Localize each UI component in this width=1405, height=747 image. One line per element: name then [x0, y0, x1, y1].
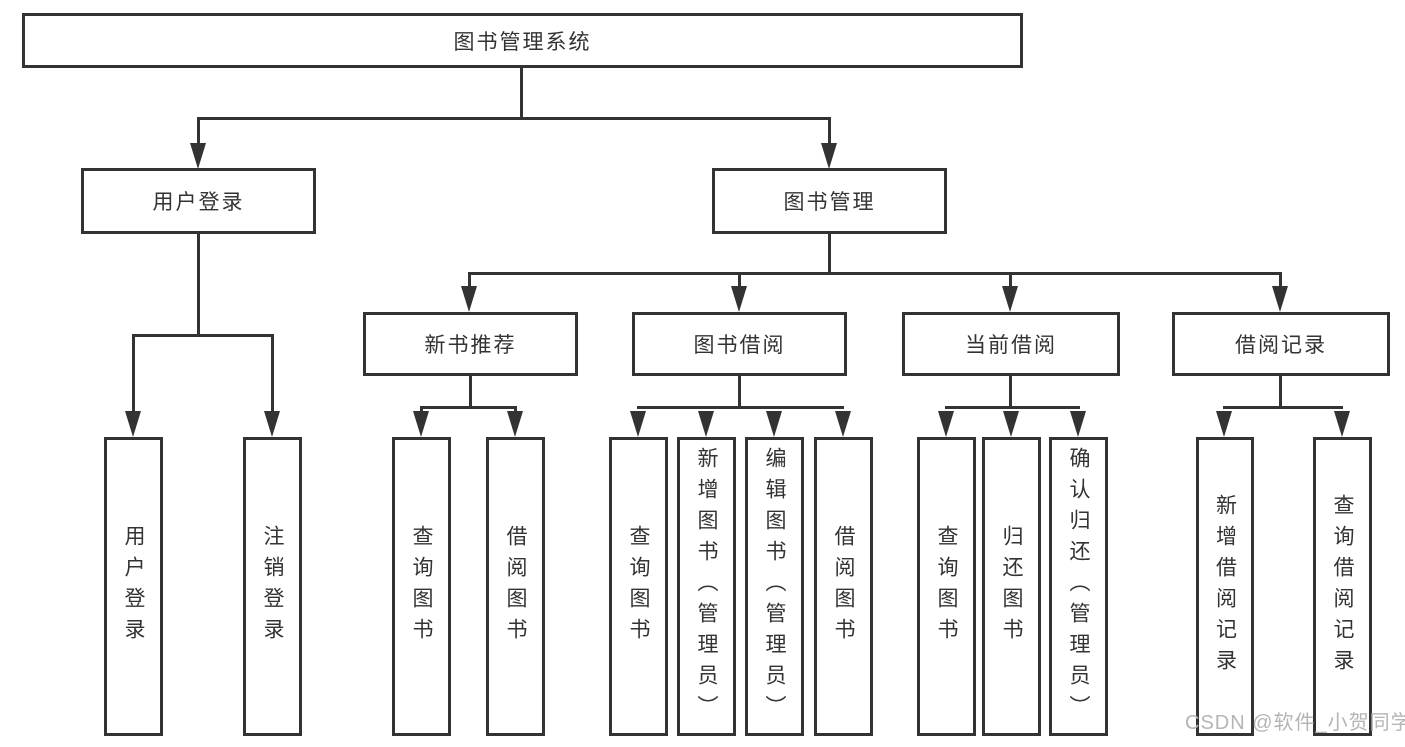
connector-line	[132, 334, 274, 337]
arrow-down-icon	[630, 411, 646, 437]
connector-line	[469, 376, 472, 408]
connector-line	[271, 334, 274, 416]
leaf-borrow-books: 借阅图书	[814, 437, 873, 736]
connector-line	[945, 406, 1080, 409]
leaf-confirm-return-admin: 确认归还（管理员）	[1049, 437, 1108, 736]
arrow-down-icon	[821, 143, 837, 169]
node-user-login: 用户登录	[81, 168, 316, 234]
arrow-down-icon	[1070, 411, 1086, 437]
node-book-management: 图书管理	[712, 168, 947, 234]
csdn-watermark: CSDN @软件_小贺同学	[1185, 712, 1405, 734]
leaf-label: 确认归还（管理员）	[1067, 447, 1090, 726]
connector-line	[738, 272, 741, 290]
arrow-down-icon	[461, 286, 477, 312]
leaf-query-books-borrow: 查询图书	[609, 437, 668, 736]
leaf-borrow-books-recommend: 借阅图书	[486, 437, 545, 736]
leaf-label: 新增图书（管理员）	[695, 447, 718, 726]
connector-line	[1223, 406, 1343, 409]
leaf-label: 借阅图书	[504, 524, 527, 649]
node-label: 借阅记录	[1235, 334, 1327, 357]
connector-line	[738, 376, 741, 408]
node-label: 新书推荐	[424, 334, 517, 357]
leaf-label: 注销登录	[261, 524, 284, 649]
connector-line	[1009, 272, 1012, 290]
connector-line	[468, 272, 1282, 275]
leaf-add-book-admin: 新增图书（管理员）	[677, 437, 736, 736]
connector-line	[637, 406, 844, 409]
arrow-down-icon	[766, 411, 782, 437]
connector-line	[420, 406, 423, 415]
arrow-down-icon	[507, 411, 523, 437]
arrow-down-icon	[264, 411, 280, 437]
node-label: 当前借阅	[965, 334, 1057, 357]
leaf-user-login: 用户登录	[104, 437, 163, 736]
arrow-down-icon	[1216, 411, 1232, 437]
leaf-label: 查询图书	[627, 524, 650, 649]
connector-line	[1279, 376, 1282, 408]
connector-line	[1279, 272, 1282, 290]
leaf-logout: 注销登录	[243, 437, 302, 736]
node-label: 图书管理	[783, 191, 876, 214]
leaf-query-borrow-record: 查询借阅记录	[1313, 437, 1372, 736]
arrow-down-icon	[413, 411, 429, 437]
connector-line	[197, 117, 200, 147]
leaf-label: 查询图书	[410, 524, 433, 649]
connector-line	[197, 117, 831, 120]
leaf-label: 归还图书	[1000, 524, 1023, 649]
connector-line	[1009, 376, 1012, 408]
arrow-down-icon	[1334, 411, 1350, 437]
leaf-label: 编辑图书（管理员）	[763, 447, 786, 726]
leaf-label: 借阅图书	[832, 524, 855, 649]
node-label: 图书管理系统	[453, 30, 592, 54]
arrow-down-icon	[698, 411, 714, 437]
arrow-down-icon	[1272, 286, 1288, 312]
node-book-borrow: 图书借阅	[632, 312, 847, 376]
leaf-label: 查询图书	[935, 524, 958, 649]
leaf-label: 查询借阅记录	[1331, 493, 1354, 680]
connector-line	[828, 234, 831, 275]
arrow-down-icon	[190, 143, 206, 169]
arrow-down-icon	[938, 411, 954, 437]
leaf-label: 用户登录	[122, 524, 145, 649]
connector-line	[468, 272, 471, 290]
leaf-add-borrow-record: 新增借阅记录	[1196, 437, 1254, 736]
arrow-down-icon	[1003, 411, 1019, 437]
node-label: 用户登录	[152, 191, 245, 214]
leaf-edit-book-admin: 编辑图书（管理员）	[745, 437, 804, 736]
connector-line	[132, 334, 135, 416]
connector-line	[197, 234, 200, 336]
node-new-book-recommend: 新书推荐	[363, 312, 578, 376]
leaf-label: 新增借阅记录	[1213, 493, 1237, 680]
connector-line	[420, 406, 517, 409]
connector-line	[520, 68, 523, 120]
connector-line	[828, 117, 831, 147]
connector-line	[514, 406, 517, 415]
leaf-return-book: 归还图书	[982, 437, 1041, 736]
leaf-query-books-recommend: 查询图书	[392, 437, 451, 736]
arrow-down-icon	[835, 411, 851, 437]
node-label: 图书借阅	[693, 334, 786, 357]
arrow-down-icon	[731, 286, 747, 312]
leaf-query-books-current: 查询图书	[917, 437, 976, 736]
arrow-down-icon	[1002, 286, 1018, 312]
arrow-down-icon	[125, 411, 141, 437]
node-library-management-system: 图书管理系统	[22, 13, 1023, 68]
node-borrow-records: 借阅记录	[1172, 312, 1390, 376]
node-current-borrow: 当前借阅	[902, 312, 1120, 376]
